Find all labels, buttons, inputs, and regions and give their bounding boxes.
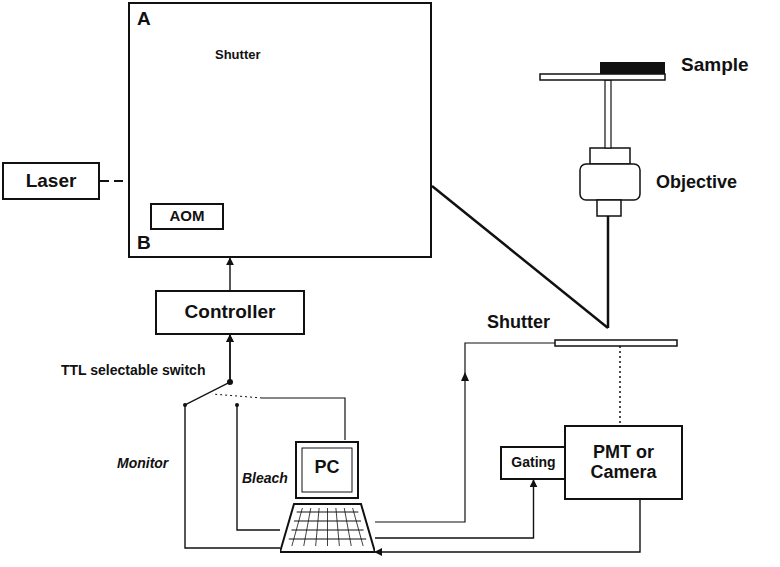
node-label: Laser <box>22 171 81 192</box>
part-label: Sample <box>680 54 750 76</box>
wire-arrow <box>461 372 469 381</box>
signal-label: Bleach <box>241 470 289 486</box>
optical-fibre <box>432 186 608 328</box>
node-label: PMT or Camera <box>566 443 681 483</box>
objective-neck <box>597 200 621 216</box>
signal-connector <box>230 335 280 530</box>
signal-label: Monitor <box>116 455 169 471</box>
signal-connector <box>100 180 128 182</box>
controller-box: Controller <box>155 290 305 335</box>
emission-path <box>619 346 621 425</box>
aom-box: AOM <box>150 203 224 230</box>
objective-body <box>580 164 640 200</box>
node-label: PC <box>302 458 352 478</box>
stage-plate <box>540 74 665 80</box>
laser-box: Laser <box>2 162 100 200</box>
signal-connector <box>229 258 230 290</box>
optical-axis <box>607 216 610 328</box>
gating-box: Gating <box>500 446 567 480</box>
detector-shutter <box>555 340 677 346</box>
shutter-wire <box>375 343 555 522</box>
node-label: B <box>137 233 151 254</box>
optics-box: A B AOM <box>128 2 432 258</box>
node-label: AOM <box>166 208 209 225</box>
part-label: Shutter <box>486 312 551 333</box>
sample-slab <box>600 62 665 74</box>
signal-connector <box>375 500 640 552</box>
detector-box: PMT or Camera <box>564 425 683 500</box>
objective-top <box>590 148 630 164</box>
part-label: Shutter <box>214 47 262 62</box>
stage-post <box>605 80 611 148</box>
node-label: Controller <box>181 302 280 323</box>
signal-connector <box>375 480 534 538</box>
part-label: TTL selectable switch <box>60 362 206 378</box>
node-label: Gating <box>507 455 559 470</box>
ttl-control-wire <box>262 398 345 440</box>
pc-laptop: PC <box>280 440 375 555</box>
part-label: Objective <box>655 172 738 193</box>
ttl-coupling <box>212 394 262 398</box>
node-label: A <box>137 9 151 30</box>
